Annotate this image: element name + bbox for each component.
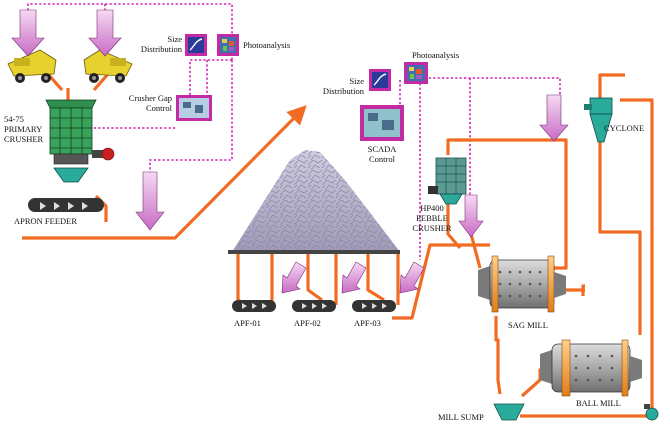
photoanalysis-camera-arrow-2 (88, 9, 122, 57)
size-distribution-1-label-2: Distribution (141, 44, 183, 54)
apron-feeder (28, 198, 104, 212)
photoanalysis-camera-arrows-feeders (281, 261, 425, 294)
apron-feeder-apf-01 (232, 300, 276, 312)
slurry-pump (644, 404, 659, 421)
apf-01-label: APF-01 (234, 318, 261, 328)
scada-label-1: SCADA (368, 144, 398, 154)
mill-sump (493, 403, 525, 421)
crusher-gap-label-1: Crusher Gap (129, 93, 172, 103)
hp400-label-2: PEBBLE (416, 213, 448, 223)
size-distribution-2-label-2: Distribution (323, 86, 365, 96)
ore-flow-lines (22, 72, 654, 418)
ball-mill-label: BALL MILL (576, 398, 621, 408)
signal-lines (27, 3, 561, 260)
crusher-gap-label-2: Control (146, 103, 173, 113)
size-distribution-monitor-2 (369, 69, 391, 91)
crusher-gap-control-monitor (176, 95, 212, 121)
scada-control-monitor (360, 105, 404, 141)
size-distribution-2-label-1: Size (349, 76, 364, 86)
sag-mill-label: SAG MILL (508, 320, 548, 330)
scada-label-2: Control (369, 154, 396, 164)
cyclone-label: CYCLONE (604, 123, 644, 133)
size-distribution-1-label-1: Size (167, 34, 182, 44)
mill-sump-label: MILL SUMP (438, 412, 484, 422)
cyclone (584, 97, 613, 143)
apf-02-label: APF-02 (294, 318, 321, 328)
photoanalysis-monitor-1 (217, 34, 239, 56)
labels: 54-75 PRIMARY CRUSHER APRON FEEDER Size … (4, 34, 644, 422)
apf-03-label: APF-03 (354, 318, 381, 328)
apron-feeder-apf-02 (292, 300, 336, 312)
photoanalysis-camera-arrow-1 (11, 9, 45, 57)
ball-mill (540, 339, 642, 397)
photoanalysis-1-label: Photoanalysis (243, 40, 290, 50)
hp400-label-3: CRUSHER (412, 223, 452, 233)
primary-crusher (45, 99, 115, 183)
primary-crusher-size-label: 54-75 (4, 114, 24, 124)
stockpile (228, 150, 400, 254)
sag-mill (478, 255, 566, 313)
photoanalysis-camera-arrow-3 (135, 171, 165, 231)
photoanalysis-camera-arrow-hp400 (458, 94, 569, 238)
primary-crusher-label-2: CRUSHER (4, 134, 44, 144)
apron-feeder-label: APRON FEEDER (14, 216, 77, 226)
photoanalysis-monitor-2 (404, 62, 428, 84)
hp400-pebble-crusher (428, 157, 467, 205)
hp400-label-1: HP400 (420, 203, 444, 213)
photoanalysis-2-label: Photoanalysis (412, 50, 459, 60)
primary-crusher-label-1: PRIMARY (4, 124, 42, 134)
haul-truck-right (83, 49, 133, 83)
apron-feeder-apf-03 (352, 300, 396, 312)
haul-truck-left (7, 49, 57, 83)
size-distribution-monitor-1 (185, 34, 207, 56)
